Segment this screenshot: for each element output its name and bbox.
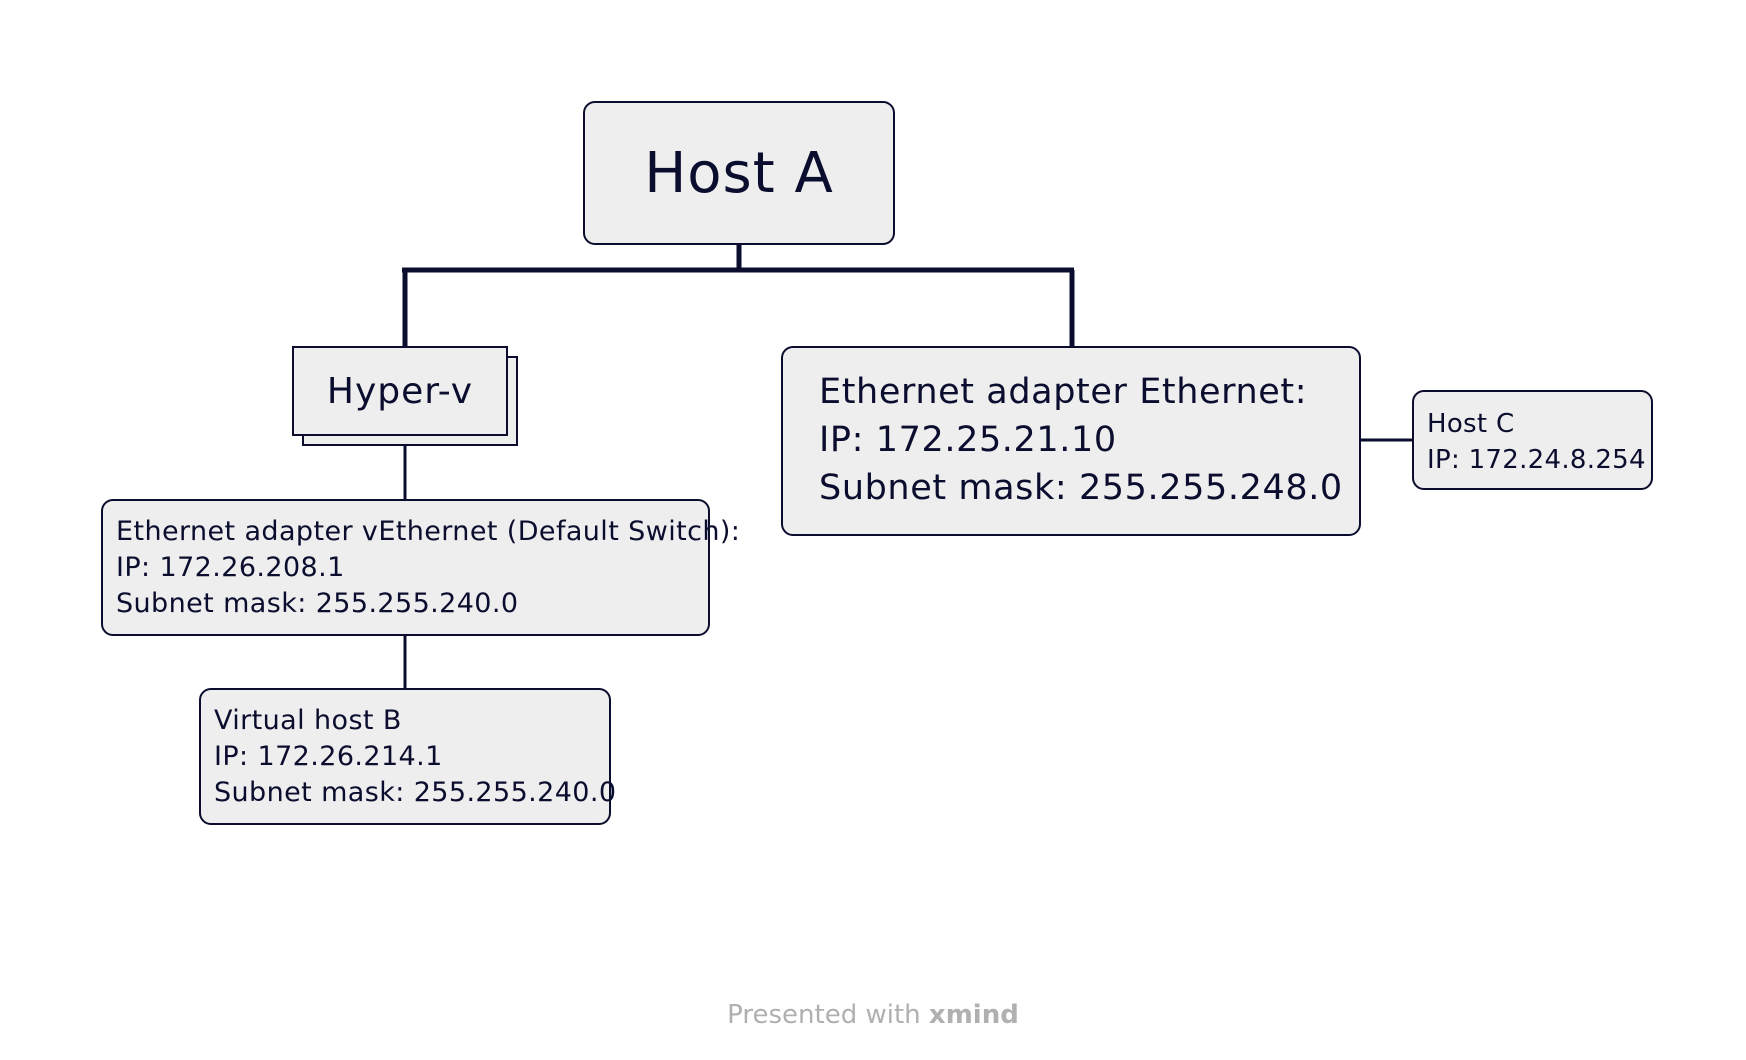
virtual-host-b-title: Virtual host B [214,705,402,736]
hyperv-title: Hyper-v [326,370,474,412]
host-a-node[interactable]: Host A [583,101,895,245]
host-a-title: Host A [644,140,834,206]
host-c-node[interactable]: Host C IP: 172.24.8.254 [1412,390,1653,490]
virtual-host-b-subnet-mask: Subnet mask: 255.255.240.0 [214,777,617,808]
virtual-host-b-node[interactable]: Virtual host B IP: 172.26.214.1 Subnet m… [199,688,617,825]
hyperv-node[interactable]: Hyper-v [292,346,508,436]
footer-prefix: Presented with [727,1000,921,1030]
ethernet-adapter-label: Ethernet adapter Ethernet: [819,372,1308,412]
vethernet-subnet-mask: Subnet mask: 255.255.240.0 [116,588,519,619]
host-c-ip: IP: 172.24.8.254 [1427,445,1646,475]
ethernet-adapter-subnet-mask: Subnet mask: 255.255.248.0 [819,468,1343,508]
footer-brand-logo[interactable]: xmind [928,1000,1019,1030]
host-c-title: Host C [1427,409,1515,439]
vethernet-node[interactable]: Ethernet adapter vEthernet (Default Swit… [101,499,741,636]
virtual-host-b-ip: IP: 172.26.214.1 [214,741,443,772]
ethernet-adapter-ip: IP: 172.25.21.10 [819,420,1117,460]
ethernet-adapter-node[interactable]: Ethernet adapter Ethernet: IP: 172.25.21… [781,346,1361,536]
vethernet-adapter-label: Ethernet adapter vEthernet (Default Swit… [116,516,741,547]
footer-credit: Presented with xmind [0,1000,1746,1030]
vethernet-ip: IP: 172.26.208.1 [116,552,345,583]
